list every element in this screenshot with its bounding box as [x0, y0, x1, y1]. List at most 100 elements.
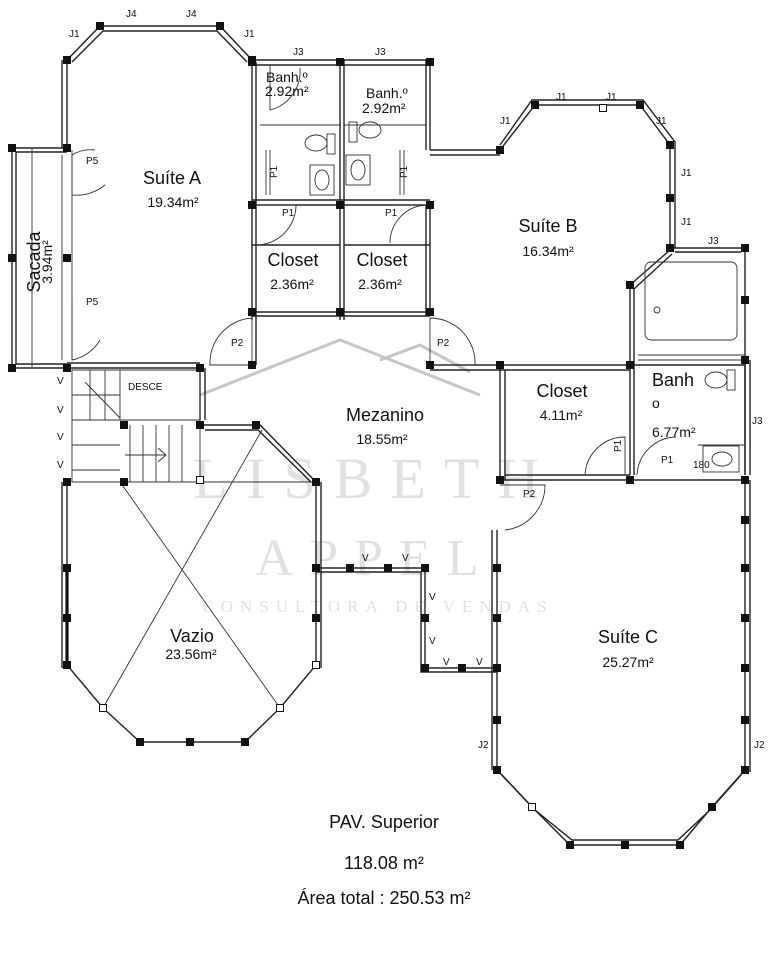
bathtub-icon [644, 261, 738, 341]
post-black [741, 516, 749, 524]
post-white [599, 104, 607, 112]
floor-area: 118.08 m² [344, 853, 424, 873]
tag-j2: J2 [754, 740, 765, 751]
post-black [196, 421, 204, 429]
post-black [136, 738, 144, 746]
post-black [241, 738, 249, 746]
closet-2-area: 2.36m² [358, 276, 402, 292]
mezanino-area: 18.55m² [356, 431, 408, 447]
closet-2-name: Closet [356, 250, 407, 270]
closet-b-name: Closet [536, 381, 587, 401]
closet-1-area: 2.36m² [270, 276, 314, 292]
post-black [384, 564, 392, 572]
post-black [312, 614, 320, 622]
post-black [566, 841, 574, 849]
post-black [708, 803, 716, 811]
tag-v: V [57, 376, 64, 387]
tag-j1: J1 [500, 116, 511, 127]
tag-p2: P2 [437, 338, 450, 349]
post-black [63, 661, 71, 669]
suite-c-name: Suíte C [598, 627, 658, 647]
post-black [458, 664, 466, 672]
suite-a-name: Suíte A [143, 168, 201, 188]
tag-p5: P5 [86, 297, 99, 308]
floor-caption: PAV. Superior [329, 812, 439, 832]
post-black [96, 22, 104, 30]
post-black [741, 296, 749, 304]
watermark-line3: CONSULTORA DE VENDAS [202, 597, 553, 616]
post-black [120, 421, 128, 429]
post-black [63, 364, 71, 372]
vazio-name: Vazio [170, 626, 214, 646]
suite-a-area: 19.34m² [147, 194, 199, 210]
post-black [63, 144, 71, 152]
tag-j1: J1 [606, 92, 617, 103]
tag-180: 180 [693, 460, 710, 471]
post-black [741, 614, 749, 622]
post-black [312, 564, 320, 572]
suite-a-walls [11, 25, 257, 369]
sacada-area: 3.94m² [39, 240, 55, 284]
post-black [636, 101, 644, 109]
tag-v: V [362, 553, 369, 564]
post-black [8, 364, 16, 372]
tag-j4: J4 [186, 9, 197, 20]
total-area: Área total : 250.53 m² [297, 888, 471, 908]
vazio-cross-line-1 [119, 481, 281, 709]
post-black [186, 738, 194, 746]
banho-1-area: 2.92m² [265, 83, 309, 99]
post-black [666, 141, 674, 149]
post-black [63, 56, 71, 64]
suite-c-area: 25.27m² [602, 654, 654, 670]
suite-b-area: 16.34m² [522, 243, 574, 259]
tag-p1: P1 [282, 208, 295, 219]
tag-j1: J1 [556, 92, 567, 103]
tag-p1: P1 [613, 439, 624, 452]
tag-v: V [429, 592, 436, 603]
tag-j3: J3 [752, 416, 763, 427]
post-black [426, 308, 434, 316]
tag-v: V [57, 432, 64, 443]
post-black [248, 201, 256, 209]
opening-tags: J1 J4 J4 J1 J3 J3 J1 J1 J1 J1 J1 J1 J3 J… [57, 9, 765, 751]
tag-v: V [57, 460, 64, 471]
sink-2-icon [345, 154, 371, 186]
banho-b-suffix: o [652, 395, 660, 411]
post-black [426, 201, 434, 209]
post-black [493, 664, 501, 672]
watermark-roof-icon [199, 338, 481, 397]
post-black [248, 361, 256, 369]
sacada-name: Sacada [24, 230, 44, 292]
post-black [531, 101, 539, 109]
tag-p1: P1 [269, 165, 280, 178]
suite-b-name: Suíte B [518, 216, 577, 236]
vazio-area: 23.56m² [165, 646, 217, 662]
tag-v: V [57, 405, 64, 416]
banho-1-name: Banh.º [266, 69, 308, 85]
closet-b-area: 4.11m² [540, 407, 583, 423]
post-black [621, 841, 629, 849]
post-black [493, 716, 501, 724]
post-black [8, 254, 16, 262]
post-black [421, 664, 429, 672]
tag-j3: J3 [708, 236, 719, 247]
post-black [336, 201, 344, 209]
post-black [493, 564, 501, 572]
watermark: LISBETH APPEL CONSULTORA DE VENDAS [193, 338, 553, 616]
tag-j3: J3 [375, 47, 386, 58]
structural-posts [8, 22, 749, 849]
tag-v: V [443, 657, 450, 668]
tag-v: V [402, 553, 409, 564]
tag-v: V [429, 636, 436, 647]
tag-v: V [476, 657, 483, 668]
post-black [336, 58, 344, 66]
post-black [248, 58, 256, 66]
post-black [741, 716, 749, 724]
banho-b-area: 6.77m² [652, 424, 696, 440]
post-black [741, 664, 749, 672]
post-black [666, 244, 674, 252]
banho-2-area: 2.92m² [362, 100, 406, 116]
post-black [496, 146, 504, 154]
suite-b-closet-walls [499, 364, 746, 481]
post-black [626, 361, 634, 369]
